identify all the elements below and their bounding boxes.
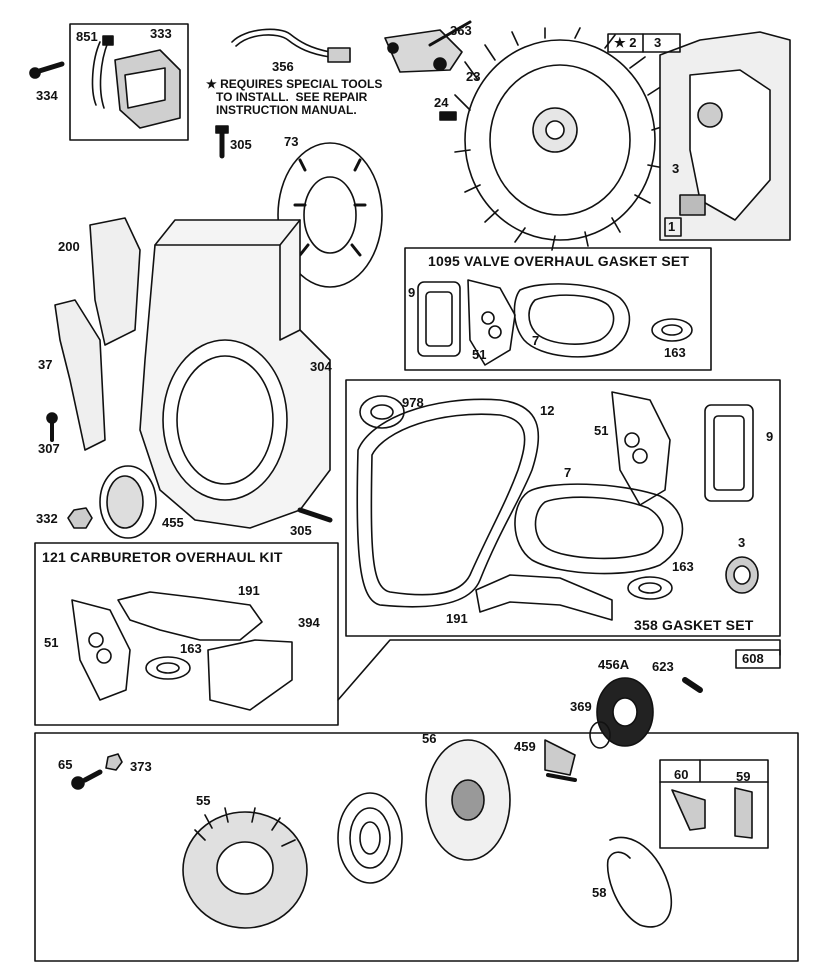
starter-parts-drawing bbox=[71, 677, 753, 929]
part-label: 307 bbox=[38, 441, 60, 456]
part-label: 3 bbox=[672, 161, 680, 176]
part-label: 7 bbox=[564, 465, 572, 480]
box-tag: 60 bbox=[674, 767, 689, 782]
part-label: 456A bbox=[598, 657, 630, 672]
nut-332-drawing bbox=[67, 507, 93, 529]
starter-frame bbox=[34, 732, 799, 962]
part-label: 55 bbox=[196, 793, 211, 808]
part-label: 978 bbox=[402, 395, 424, 410]
part-label: 191 bbox=[446, 611, 468, 626]
screw-307-drawing bbox=[46, 412, 58, 442]
part-label: 163 bbox=[180, 641, 202, 656]
part-label: 56 bbox=[422, 731, 437, 746]
part-label: 24 bbox=[434, 95, 449, 110]
special-tools-note: ★ REQUIRES SPECIAL TOOLS TO INSTALL. SEE… bbox=[206, 77, 383, 117]
gasket-set-drawing bbox=[356, 391, 759, 621]
part-label: 369 bbox=[570, 699, 592, 714]
box-tag: 608 bbox=[742, 651, 764, 666]
bolt-334-drawing bbox=[29, 61, 65, 79]
part-label: 623 bbox=[652, 659, 674, 674]
carb-gaskets-drawing bbox=[71, 591, 293, 711]
bolt-305a-drawing bbox=[215, 125, 229, 159]
gasket-set-frame bbox=[345, 379, 781, 637]
baffle-37-drawing bbox=[54, 299, 106, 451]
box-tag: 1 bbox=[668, 219, 676, 234]
box-tag: ★ 2 bbox=[614, 35, 637, 50]
part-label: 65 bbox=[58, 757, 73, 772]
part-label: 7 bbox=[532, 333, 540, 348]
part-label: 455 bbox=[162, 515, 184, 530]
ignition-armature-drawing bbox=[91, 35, 181, 129]
valve-gaskets-drawing bbox=[417, 279, 693, 366]
valve-kit-title: 1095 VALVE OVERHAUL GASKET SET bbox=[428, 253, 690, 269]
part-label: 356 bbox=[272, 59, 294, 74]
part-label: 3 bbox=[738, 535, 746, 550]
gasket-set-title: 358 GASKET SET bbox=[634, 617, 754, 633]
part-label: 58 bbox=[592, 885, 607, 900]
ground-wire-356-drawing bbox=[231, 28, 351, 63]
part-label: 373 bbox=[130, 759, 152, 774]
engine-block-drawing bbox=[659, 31, 791, 241]
blower-housing-304-drawing bbox=[139, 219, 331, 529]
part-label: 163 bbox=[672, 559, 694, 574]
handle-box-frame bbox=[659, 759, 769, 849]
valve-gasket-frame bbox=[404, 247, 712, 371]
part-label: 9 bbox=[408, 285, 416, 300]
starter-cup-455-drawing bbox=[99, 465, 157, 539]
part-label: 304 bbox=[310, 359, 332, 374]
key-24-drawing bbox=[439, 111, 457, 121]
part-label: 23 bbox=[466, 69, 481, 84]
carb-kit-title: 121 CARBURETOR OVERHAUL KIT bbox=[42, 549, 283, 565]
part-label: 191 bbox=[238, 583, 260, 598]
tag-608-frame bbox=[735, 649, 781, 669]
screen-73-drawing bbox=[277, 142, 383, 288]
bolt-305b-drawing bbox=[297, 507, 333, 523]
box-tag: 333 bbox=[150, 26, 172, 41]
part-label: 51 bbox=[594, 423, 609, 438]
part-label: 305 bbox=[230, 137, 252, 152]
part-label: 334 bbox=[36, 88, 58, 103]
part-label: 305 bbox=[290, 523, 312, 538]
brake-363-drawing bbox=[384, 20, 472, 73]
part-label: 200 bbox=[58, 239, 80, 254]
part-label: 51 bbox=[44, 635, 59, 650]
part-label: 459 bbox=[514, 739, 536, 754]
box-tag: 3 bbox=[654, 35, 662, 50]
ignition-box-frame bbox=[69, 23, 189, 141]
part-label: 12 bbox=[540, 403, 555, 418]
part-label: 363 bbox=[450, 23, 472, 38]
part-label: 51 bbox=[472, 347, 487, 362]
box-tag: 851 bbox=[76, 29, 98, 44]
baffle-200-drawing bbox=[89, 217, 141, 346]
part-label: 37 bbox=[38, 357, 53, 372]
part-label: 394 bbox=[298, 615, 320, 630]
part-label: 9 bbox=[766, 429, 774, 444]
box-tag: 59 bbox=[736, 769, 751, 784]
part-label: 73 bbox=[284, 134, 299, 149]
part-label: 332 bbox=[36, 511, 58, 526]
carb-kit-frame bbox=[34, 542, 339, 726]
star2-3-frame bbox=[607, 33, 681, 53]
flywheel-23-drawing bbox=[454, 27, 669, 251]
part-label: 163 bbox=[664, 345, 686, 360]
